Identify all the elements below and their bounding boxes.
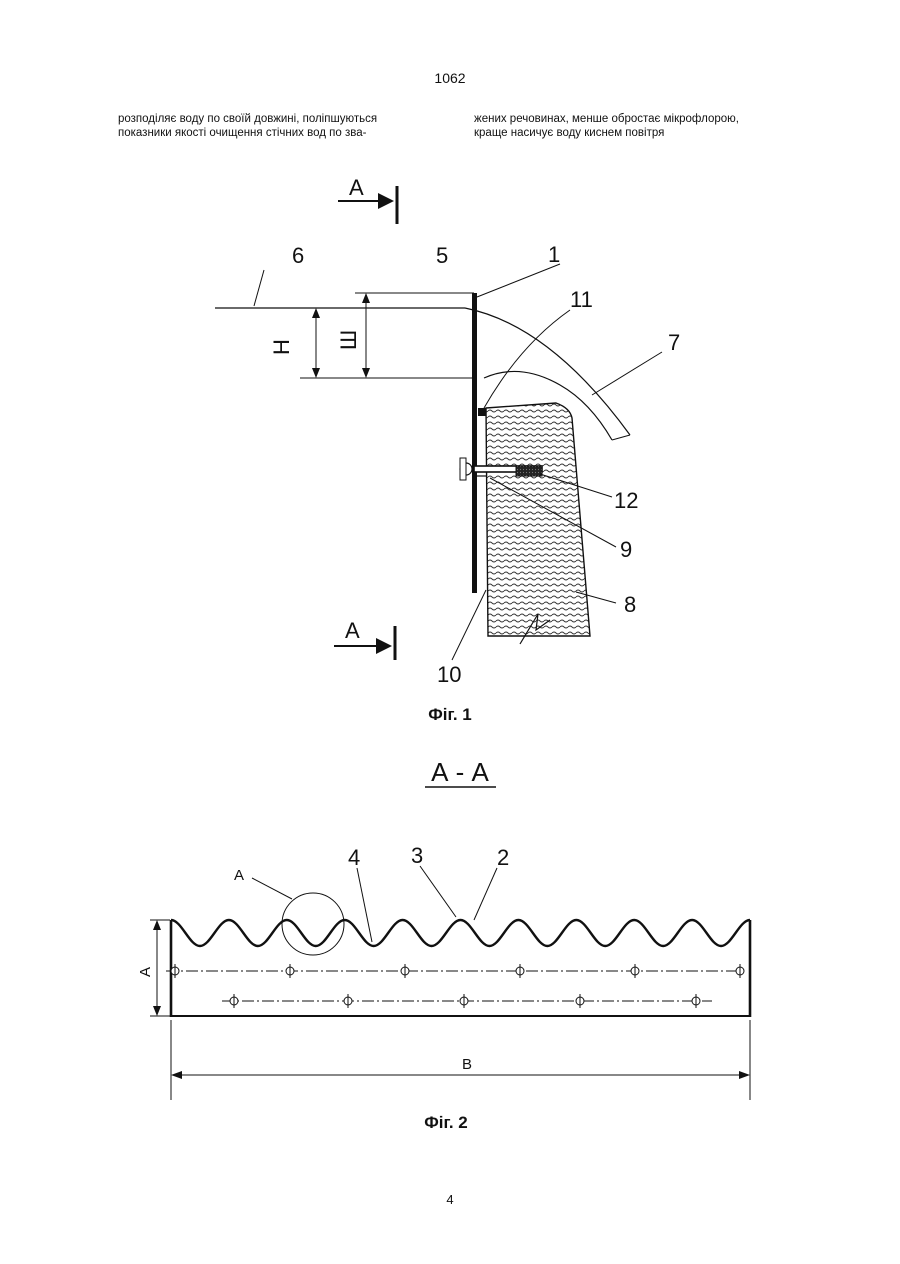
- label-2: 2: [497, 845, 509, 870]
- dimension-h-label: Н: [269, 339, 294, 355]
- dimension-h: Н: [269, 308, 474, 378]
- dimension-sh: Ш: [336, 293, 474, 378]
- label-5: 5: [436, 243, 448, 268]
- section-marker-bottom-label: А: [345, 618, 360, 643]
- detail-label: А: [234, 867, 244, 884]
- figure-2-caption: Фіг. 2: [424, 1113, 468, 1132]
- label-11: 11: [570, 287, 593, 312]
- label-4: 4: [348, 845, 360, 870]
- section-marker-top: А: [338, 175, 397, 224]
- seal-element: [478, 408, 486, 416]
- concrete-wall: [486, 403, 590, 636]
- dimension-b-label: В: [462, 1056, 472, 1073]
- label-12: 12: [614, 488, 638, 513]
- label-9: 9: [620, 537, 632, 562]
- dimension-sh-label: Ш: [336, 330, 361, 350]
- label-1: 1: [548, 242, 560, 267]
- section-marker-bottom: А: [334, 618, 395, 660]
- section-title: А - А: [431, 757, 489, 787]
- dimension-a-label: А: [137, 967, 154, 977]
- label-3: 3: [411, 843, 423, 868]
- label-6: 6: [292, 243, 304, 268]
- figure-2: А 4 3 2 А В Фіг. 2: [137, 843, 750, 1132]
- weir-plate: [472, 293, 477, 593]
- dimension-a: А: [137, 920, 170, 1016]
- label-10: 10: [437, 662, 461, 687]
- figure-1: А Н Ш: [215, 175, 680, 724]
- label-8: 8: [624, 592, 636, 617]
- page-number-bottom: 4: [0, 1192, 900, 1207]
- label-7: 7: [668, 330, 680, 355]
- section-marker-top-label: А: [349, 175, 364, 200]
- dimension-b: В: [171, 1020, 750, 1100]
- serrated-edge: [171, 920, 750, 946]
- anchor-insert: [516, 466, 542, 476]
- figure-1-caption: Фіг. 1: [428, 705, 472, 724]
